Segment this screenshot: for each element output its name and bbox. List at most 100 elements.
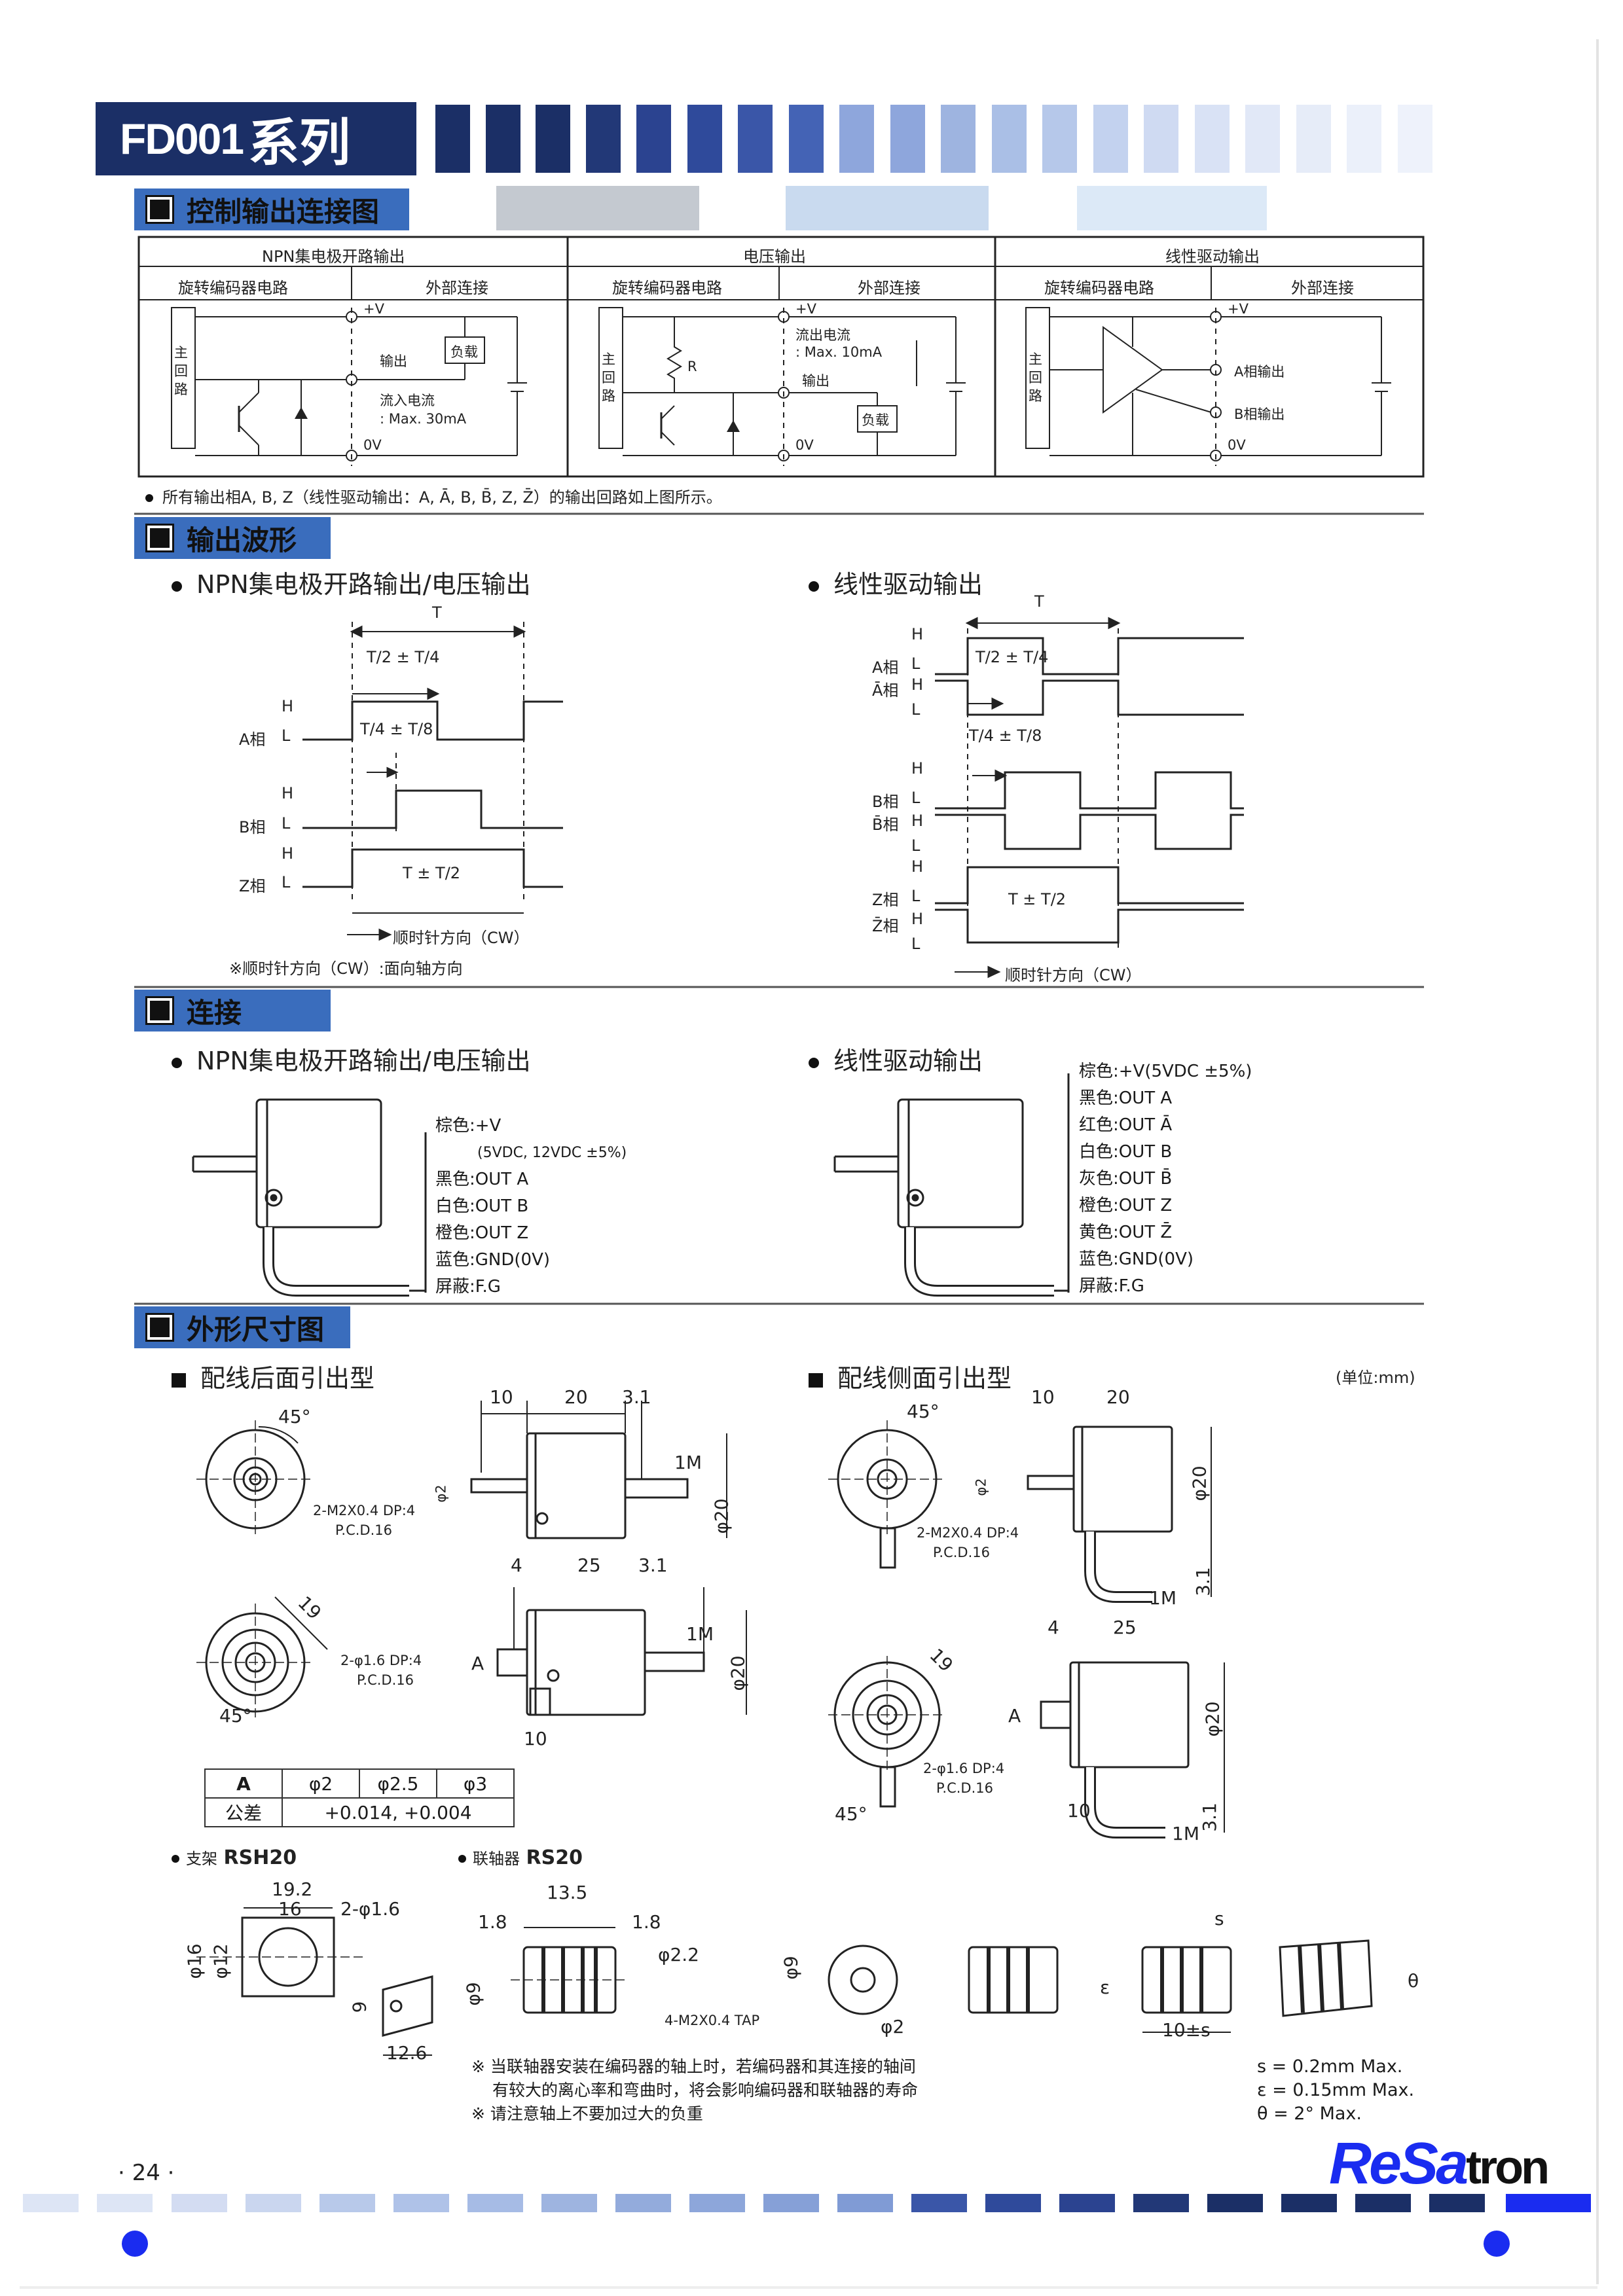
section-square-icon	[147, 526, 172, 550]
dim-3-1: 3.1	[638, 1554, 668, 1576]
wf-h: H	[911, 625, 924, 643]
dim-phi2: φ2	[973, 1478, 989, 1496]
wf-cw: 顺时针方向（CW）	[1005, 966, 1142, 984]
wf-l: L	[911, 789, 921, 807]
wf-phase-b-bar: B̄相	[872, 816, 899, 834]
tol-header-phi3: φ3	[436, 1768, 515, 1799]
ld-zero-v: 0V	[1228, 437, 1246, 453]
wf-h: H	[911, 857, 924, 876]
coupling-tolerance: θ = 2° Max.	[1257, 2104, 1362, 2124]
dim-phi20: φ20	[1188, 1465, 1211, 1501]
dim-10: 10	[1067, 1800, 1091, 1821]
dim-4: 4	[511, 1554, 522, 1576]
voltage-plus-v: +V	[795, 301, 816, 317]
waveform-right	[935, 617, 1244, 978]
npn-plus-v: +V	[363, 301, 384, 317]
voltage-source-label: 流出电流	[795, 327, 850, 343]
npn-sink-label: 流入电流	[380, 393, 435, 408]
connection-left-title: NPN集电极开路输出/电压输出	[172, 1041, 531, 1077]
coupling-10-s: 10±s	[1162, 2019, 1211, 2041]
voltage-source-max: : Max. 10mA	[795, 344, 883, 360]
section-connection: 连接	[134, 990, 242, 1031]
series-suffix: 系列	[248, 114, 351, 171]
dim-hole-m2: 2-M2X0.4 DP:4	[917, 1525, 1019, 1541]
wire-item: 白色:OUT B	[435, 1196, 529, 1216]
dim-25: 25	[577, 1554, 601, 1576]
wf-quarter-eighth: T/4 ± T/8	[969, 726, 1042, 745]
dim-a: A	[1008, 1705, 1021, 1727]
coupling-tolerances: s = 0.2mm Max. ε = 0.15mm Max. θ = 2° Ma…	[1257, 2055, 1414, 2126]
bracket-12-6: 12.6	[386, 2042, 428, 2064]
dim-phi20: φ20	[727, 1655, 749, 1691]
wf-t-pm-half: T ± T/2	[1008, 890, 1067, 908]
coupling-phi9: φ9	[780, 1956, 802, 1980]
wire-item: 蓝色:GND(0V)	[435, 1250, 550, 1270]
coupling-phi2: φ2	[881, 2016, 905, 2037]
wf-l: L	[911, 700, 921, 719]
tol-value: +0.014, +0.004	[282, 1797, 515, 1827]
table-sub-external: 外部连接	[1291, 279, 1354, 297]
wf-t-pm-half: T ± T/2	[403, 864, 461, 882]
table-sub-encoder: 旋转编码器电路	[612, 279, 722, 297]
dim-1m: 1M	[674, 1452, 702, 1473]
waveform-left	[302, 622, 563, 941]
table-group-npn: NPN集电极开路输出	[262, 247, 405, 266]
dim-angle45: 45°	[835, 1803, 867, 1825]
wire-item: (5VDC, 12VDC ±5%)	[477, 1145, 627, 1161]
coupling-tolerance: s = 0.2mm Max.	[1257, 2056, 1403, 2077]
wire-list-right: 棕色:+V(5VDC ±5%) 黑色:OUT A 红色:OUT Ā 白色:OUT…	[1079, 1058, 1252, 1300]
section-title: 输出波形	[187, 524, 297, 556]
coupling-eps: ε	[1100, 1977, 1110, 1998]
bracket-19-2: 19.2	[272, 1878, 313, 1900]
brand-logo-b: tron	[1466, 2142, 1550, 2194]
dim-1m: 1M	[1172, 1823, 1199, 1844]
coupling-note: ※ 请注意轴上不要加过大的负重	[471, 2104, 703, 2123]
dim-phi20: φ20	[710, 1498, 733, 1534]
coupling-theta: θ	[1408, 1970, 1419, 1992]
wf-l: L	[911, 887, 921, 905]
dim-10: 10	[1031, 1386, 1055, 1408]
wf-phase-a: A相	[872, 658, 899, 677]
dim-angle45: 45°	[907, 1401, 939, 1422]
voltage-r-label: R	[687, 359, 697, 374]
coupling-title: 联轴器 RS20	[458, 1846, 583, 1869]
section-dimensions: 外形尺寸图	[134, 1306, 324, 1348]
coupling-note: 有较大的离心率和弯曲时，将会影响编码器和联轴器的寿命	[492, 2081, 919, 2100]
bracket-holes: 2-φ1.6	[340, 1898, 400, 1920]
bracket-title: 支架 RSH20	[172, 1846, 297, 1869]
wf-h: H	[911, 910, 924, 928]
wf-l: L	[282, 814, 291, 833]
tol-header-phi2: φ2	[282, 1768, 360, 1799]
dim-3-1: 3.1	[1192, 1567, 1214, 1596]
dim-3-1: 3.1	[622, 1386, 651, 1408]
dim-unit: (单位:mm)	[1336, 1369, 1415, 1387]
wf-phase-b: B相	[872, 793, 899, 811]
section-control-output: 控制输出连接图	[134, 188, 379, 230]
tol-header-phi25: φ2.5	[359, 1768, 437, 1799]
table-group-linedriver: 线性驱动输出	[1165, 247, 1260, 266]
dim-10: 10	[490, 1386, 513, 1408]
npn-load-label: 负载	[450, 344, 478, 360]
coupling-phi9: φ9	[462, 1982, 484, 2006]
encoder-right	[833, 1073, 1070, 1297]
main-circuit-label: 主回路	[1029, 351, 1042, 404]
table-footnote: 所有输出相A, B, Z（线性驱动输出：A, Ā, B, B̄, Z, Z̄）的…	[145, 484, 722, 507]
wire-item: 红色:OUT Ā	[1079, 1115, 1173, 1135]
series-model: FD001	[120, 115, 244, 163]
wf-period-label: T	[1034, 592, 1044, 611]
coupling-notes: ※ 当联轴器安装在编码器的轴上时，若编码器和其连接的轴间 有较大的离心率和弯曲时…	[471, 2055, 918, 2126]
wf-h: H	[911, 759, 924, 778]
wf-cw: 顺时针方向（CW）	[393, 929, 530, 947]
dim-hole-m2: 2-M2X0.4 DP:4	[313, 1503, 416, 1518]
wf-l: L	[911, 935, 921, 953]
section-title: 控制输出连接图	[187, 195, 380, 228]
dimension-drawings	[196, 1401, 1373, 2056]
dim-10: 10	[524, 1728, 547, 1749]
wire-item: 黄色:OUT Z̄	[1079, 1223, 1173, 1242]
wire-item: 橙色:OUT Z	[435, 1223, 529, 1243]
table-sub-external: 外部连接	[858, 279, 921, 297]
bracket-9: 9	[348, 2001, 371, 2013]
dim-1m: 1M	[1149, 1587, 1176, 1609]
wf-l: L	[911, 655, 921, 673]
wf-phase-z: Z相	[872, 891, 899, 909]
